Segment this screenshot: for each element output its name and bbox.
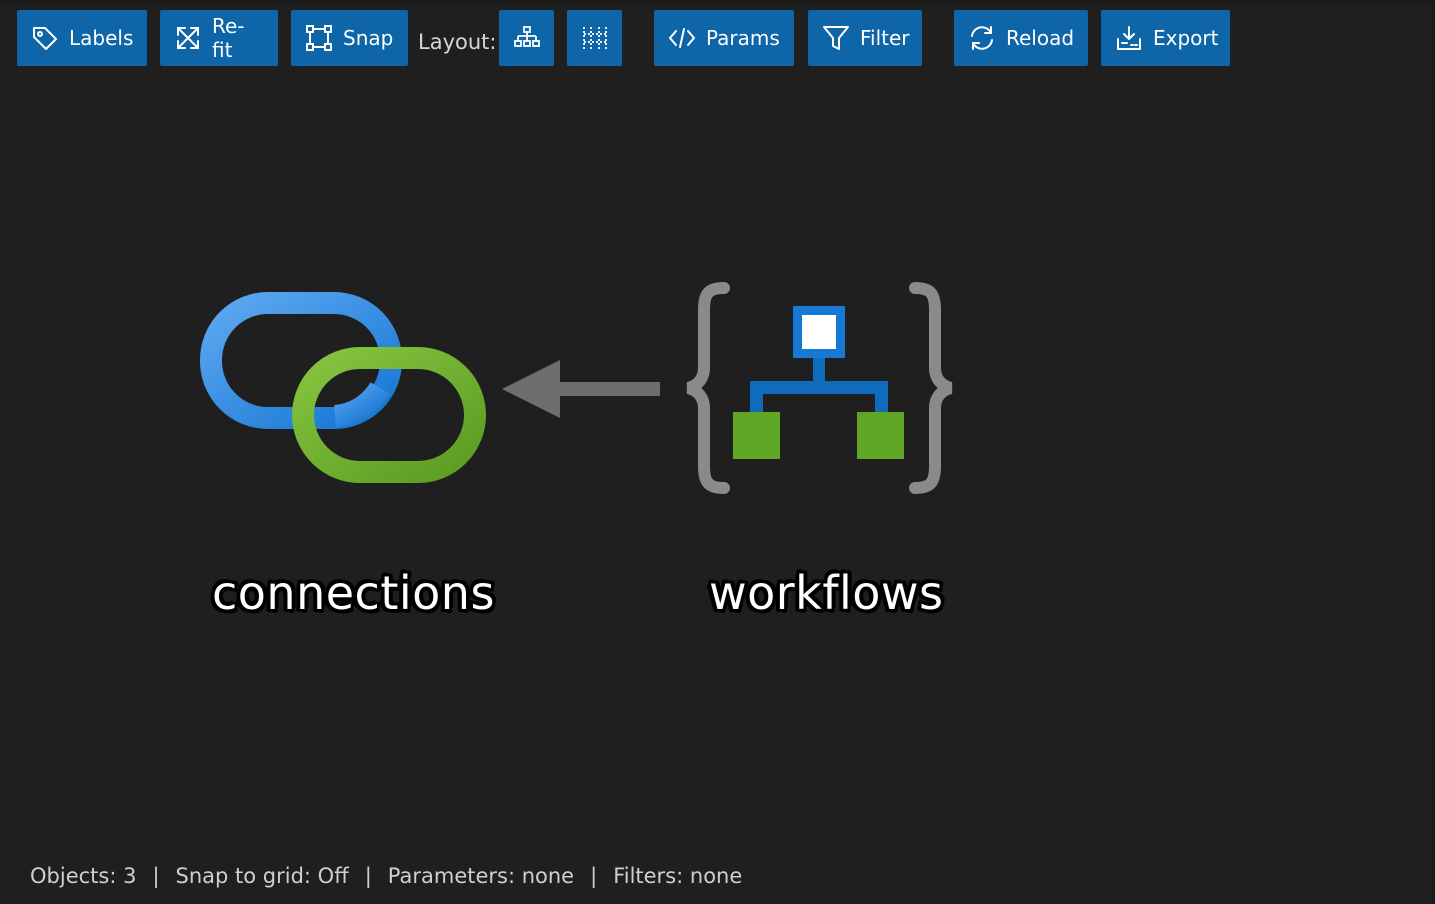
snap-bezier-icon bbox=[305, 24, 333, 52]
node-workflows[interactable] bbox=[682, 282, 957, 497]
layout-grid-button[interactable] bbox=[567, 10, 622, 66]
params-button[interactable]: Params bbox=[654, 10, 794, 66]
right-edge bbox=[1432, 0, 1435, 904]
export-button[interactable]: Export bbox=[1101, 10, 1230, 66]
status-separator: | bbox=[590, 864, 598, 888]
grid-icon bbox=[581, 24, 609, 52]
reload-button[interactable]: Reload bbox=[954, 10, 1088, 66]
graph-canvas[interactable]: connections workflows bbox=[0, 70, 1435, 850]
refit-button-label: Re-fit bbox=[212, 14, 245, 62]
snap-button[interactable]: Snap bbox=[291, 10, 408, 66]
toolbar: Labels Re-fit Snap Layout: bbox=[0, 0, 1435, 70]
filter-button[interactable]: Filter bbox=[808, 10, 922, 66]
layout-hierarchy-button[interactable] bbox=[499, 10, 554, 66]
node-label-workflows: workflows bbox=[709, 566, 944, 620]
edge-workflows-to-connections bbox=[502, 360, 660, 418]
export-tray-icon bbox=[1115, 24, 1143, 52]
snap-button-label: Snap bbox=[343, 26, 394, 50]
link-chain-icon bbox=[200, 292, 486, 483]
logic-app-workflow-icon bbox=[686, 282, 953, 494]
hierarchy-icon bbox=[513, 24, 541, 52]
params-button-label: Params bbox=[706, 26, 780, 50]
status-separator: | bbox=[152, 864, 160, 888]
export-button-label: Export bbox=[1153, 26, 1219, 50]
layout-label: Layout: bbox=[418, 30, 497, 54]
funnel-icon bbox=[822, 24, 850, 52]
tag-icon bbox=[31, 24, 59, 52]
node-connections[interactable] bbox=[195, 288, 495, 488]
status-separator: | bbox=[364, 864, 372, 888]
status-snap: Snap to grid: Off bbox=[175, 864, 349, 888]
labels-button-label: Labels bbox=[69, 26, 134, 50]
labels-button[interactable]: Labels bbox=[17, 10, 147, 66]
status-bar: Objects: 3 | Snap to grid: Off | Parameters:… bbox=[30, 864, 742, 888]
node-label-connections: connections bbox=[212, 566, 495, 620]
refit-button[interactable]: Re-fit bbox=[160, 10, 278, 66]
code-icon bbox=[668, 24, 696, 52]
status-parameters: Parameters: none bbox=[387, 864, 575, 888]
filter-button-label: Filter bbox=[860, 26, 910, 50]
status-filters: Filters: none bbox=[613, 864, 743, 888]
refresh-icon bbox=[968, 24, 996, 52]
status-objects: Objects: 3 bbox=[30, 864, 137, 888]
top-edge-line bbox=[0, 0, 1435, 6]
expand-arrows-icon bbox=[174, 24, 202, 52]
reload-button-label: Reload bbox=[1006, 26, 1075, 50]
